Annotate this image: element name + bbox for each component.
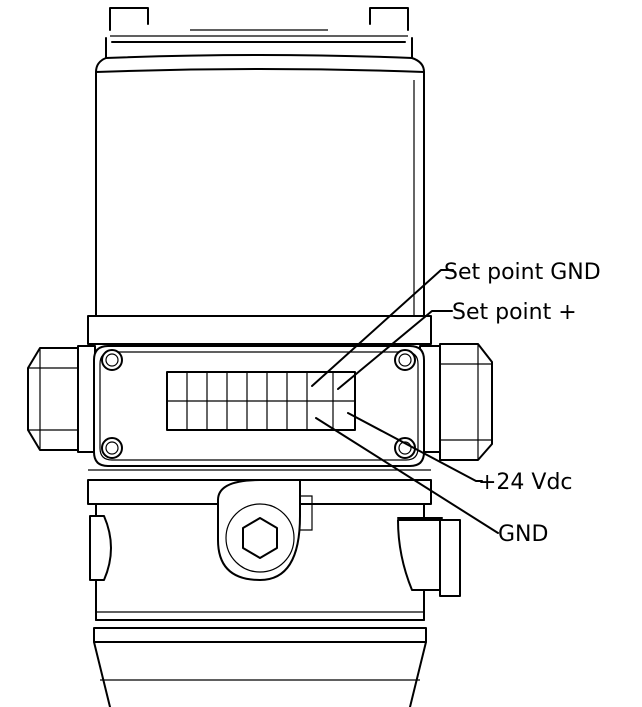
cable-gland-left <box>27 345 96 453</box>
cable-gland-right <box>419 343 493 461</box>
label-setpoint-gnd: Set point GND <box>444 260 601 285</box>
label-setpoint-plus: Set point + <box>452 300 577 325</box>
label-gnd: GND <box>498 522 548 547</box>
lower-body <box>89 479 461 707</box>
label-24vdc: +24 Vdc <box>478 470 573 495</box>
hex-plug-icon <box>217 479 313 581</box>
screw-icon <box>101 349 416 459</box>
collar-band <box>87 315 432 345</box>
top-lugs <box>109 7 409 31</box>
terminal-block <box>166 371 356 431</box>
leader-lines <box>311 269 499 534</box>
upper-body <box>95 57 425 317</box>
housing-cap <box>105 29 413 59</box>
